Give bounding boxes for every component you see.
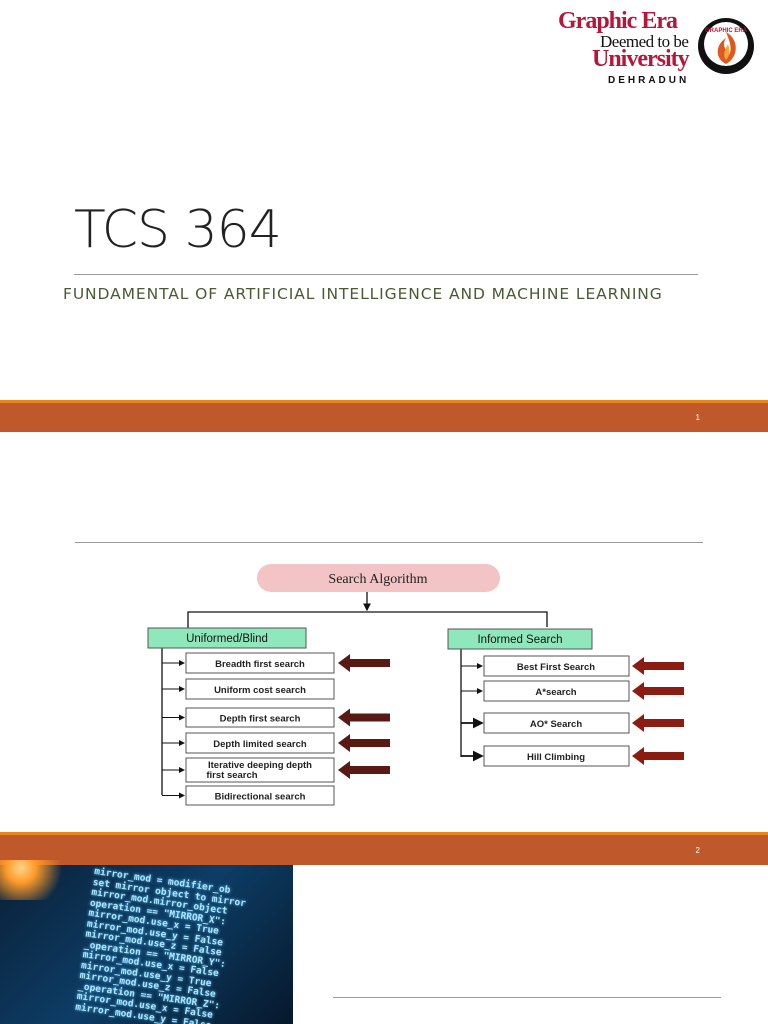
highlight-arrow-icon: [632, 657, 684, 675]
highlight-arrow-icon: [338, 761, 390, 779]
university-seal-icon: GRAPHIC ERA: [698, 18, 754, 74]
logo-text: Graphic Era: [558, 8, 678, 34]
search-method-label: Uniform cost search: [214, 685, 306, 696]
highlight-arrow-icon: [338, 654, 390, 672]
logo-text: DEHRADUN: [608, 75, 690, 86]
search-method-box: [483, 680, 630, 702]
logo-text: University: [592, 46, 690, 72]
category-label: Uniformed/Blind: [186, 633, 268, 645]
search-method-box: [185, 652, 335, 674]
category-label: Informed Search: [477, 634, 562, 646]
highlight-arrow-icon: [632, 747, 684, 765]
page-number: 1: [695, 413, 700, 422]
search-method-box: [185, 757, 335, 783]
search-method-box: [185, 732, 335, 754]
footer-accent: [0, 400, 768, 403]
search-method-box: [185, 707, 335, 728]
footer-bar: 1: [0, 403, 768, 432]
root-label: Search Algorithm: [328, 572, 427, 587]
highlight-arrow-icon: [632, 714, 684, 732]
divider: [74, 274, 698, 275]
search-method-label: A*search: [535, 687, 576, 698]
highlight-arrow-icon: [338, 708, 390, 727]
divider: [333, 997, 721, 998]
search-method-box: [185, 785, 335, 806]
search-method-label: Iterative deeping depth: [208, 760, 312, 771]
code-text: mirror_mod = modifier_ob set mirror obje…: [74, 866, 247, 1024]
root-node: [257, 564, 500, 592]
university-logo: Graphic Era Deemed to be University DEHR…: [556, 8, 756, 88]
highlight-arrow-icon: [338, 734, 390, 752]
search-algorithm-diagram: Search Algorithm Uniformed/Blind Informe…: [147, 564, 684, 806]
search-method-box: [483, 745, 630, 767]
footer-bar: 2: [0, 835, 768, 865]
search-method-label: Hill Climbing: [527, 752, 585, 763]
slide-subtitle: FUNDAMENTAL OF ARTIFICIAL INTELLIGENCE A…: [63, 285, 663, 303]
search-method-label: Depth first search: [220, 714, 301, 725]
search-method-label: AO* Search: [530, 719, 582, 730]
search-method-label: Depth limited search: [213, 739, 307, 750]
highlight-arrow-icon: [632, 682, 684, 700]
divider: [75, 542, 703, 543]
light-flare: [0, 860, 70, 900]
search-method-box: [483, 712, 630, 734]
logo-text: Deemed to be: [600, 32, 689, 51]
svg-text:GRAPHIC ERA: GRAPHIC ERA: [705, 28, 748, 34]
page-number: 2: [695, 846, 700, 855]
category-uninformed: [147, 627, 307, 649]
slide-title: TCS 364: [74, 200, 282, 260]
search-method-box: [185, 678, 335, 700]
search-method-label: Breadth first search: [215, 659, 305, 670]
search-method-box: [483, 655, 630, 677]
search-method-label: Best First Search: [517, 662, 595, 673]
search-method-label: Bidirectional search: [215, 792, 306, 803]
category-informed: [447, 628, 593, 650]
search-method-label: first search: [206, 770, 257, 781]
footer-accent: [0, 832, 768, 835]
